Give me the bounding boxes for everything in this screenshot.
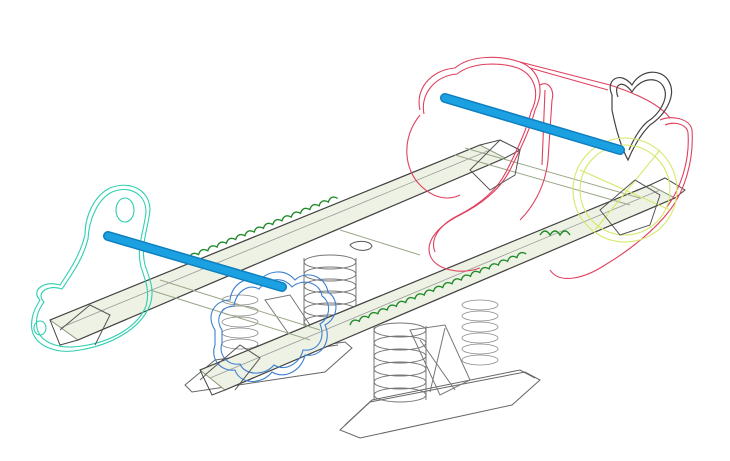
left-beam bbox=[48, 139, 522, 346]
front-seat-panel bbox=[210, 271, 337, 383]
right-handle bbox=[440, 93, 625, 155]
chain-detail bbox=[179, 196, 571, 326]
side-springs bbox=[221, 294, 499, 366]
front-spring bbox=[373, 322, 427, 403]
left-handle bbox=[103, 231, 287, 292]
bracket-detail bbox=[59, 139, 661, 391]
cross-beam bbox=[149, 147, 641, 341]
right-beam bbox=[199, 177, 686, 396]
